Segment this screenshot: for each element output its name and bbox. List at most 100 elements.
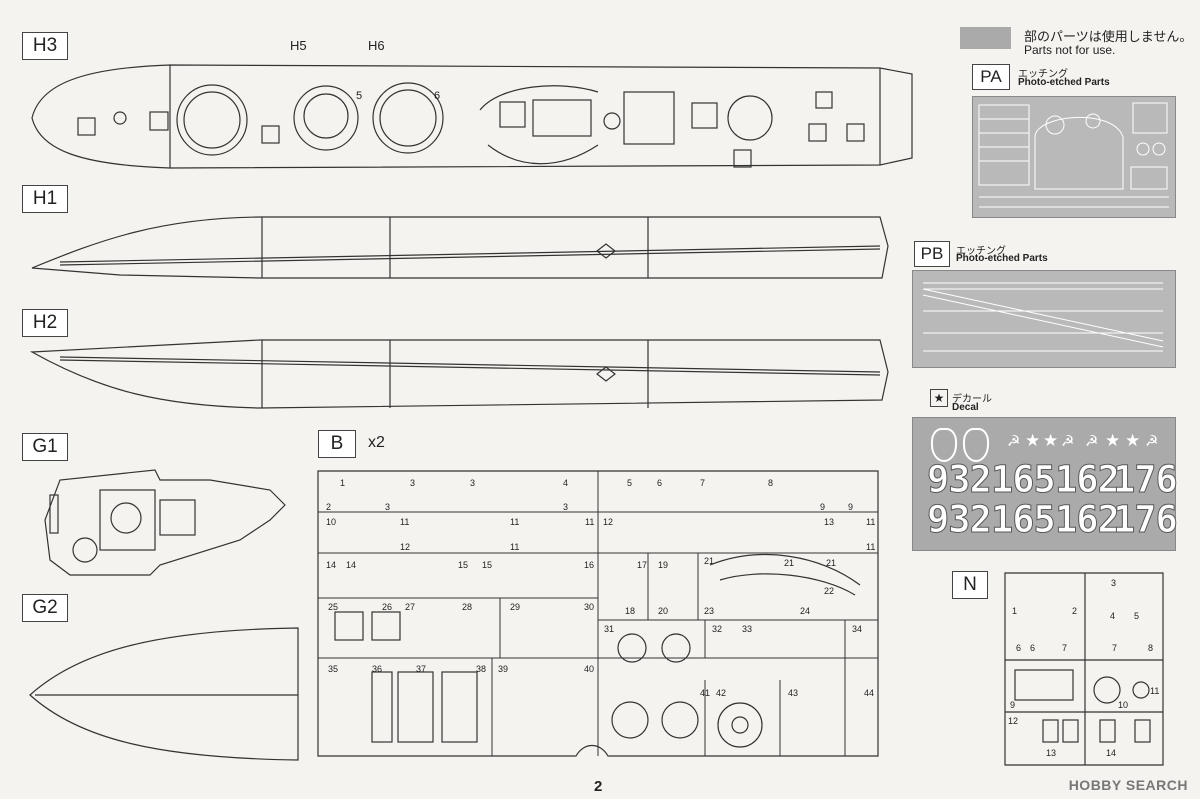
b-part-8: 8 [768, 478, 774, 488]
n-part-14: 14 [1106, 748, 1117, 758]
decal-number-1: 932 [927, 498, 993, 542]
b-part-30: 30 [584, 602, 595, 612]
n-part-1: 1 [1012, 606, 1018, 616]
h2-hull-outline [29, 339, 889, 409]
legend-jp: 部のパーツは使用しません。 [1024, 29, 1193, 44]
b-part-11: 11 [400, 517, 410, 527]
pb-fret [912, 270, 1176, 368]
b-part-43: 43 [788, 688, 799, 698]
n-sprue-frame [1004, 572, 1164, 766]
hammer-sickle-icon: ☭ [1085, 433, 1099, 450]
b-part-21: 21 [784, 558, 795, 568]
n-part-4: 4 [1110, 611, 1116, 621]
b-part-31: 31 [604, 624, 615, 634]
b-part-33: 33 [742, 624, 753, 634]
b-part-23: 23 [704, 606, 715, 616]
b-part-38: 38 [476, 664, 487, 674]
pa-fret-drawing [978, 102, 1169, 208]
h1-hull-outline [31, 216, 889, 279]
b-part-21: 21 [704, 556, 715, 566]
decal-number-3: 162 [1055, 458, 1121, 502]
pa-en: Photo-etched Parts [1018, 77, 1110, 88]
pb-fret-drawing [922, 282, 1164, 352]
g1-part-outline [44, 469, 286, 576]
label-b: B [318, 430, 356, 458]
star-icon: ★ [1043, 431, 1059, 450]
b-part-11: 11 [510, 542, 520, 552]
hammer-sickle-icon: ☭ [1145, 433, 1159, 450]
b-part-12: 12 [400, 542, 411, 552]
b-part-11: 11 [866, 517, 876, 527]
n-part-6: 6 [1016, 643, 1022, 653]
b-part-18: 18 [625, 606, 636, 616]
b-part-17: 17 [637, 560, 648, 570]
n-part-7: 7 [1112, 643, 1118, 653]
b-part-32: 32 [712, 624, 723, 634]
b-part-44: 44 [864, 688, 875, 698]
b-part-13: 13 [824, 517, 835, 527]
b-part-15: 15 [458, 560, 469, 570]
star-icon: ★ [1025, 431, 1041, 450]
n-part-11: 11 [1150, 686, 1160, 696]
n-part-7: 7 [1062, 643, 1068, 653]
b-part-11: 11 [585, 517, 595, 527]
b-part-12: 12 [603, 517, 614, 527]
b-part-9: 9 [820, 502, 826, 512]
b-part-4: 4 [563, 478, 569, 488]
unused-parts-swatch [960, 27, 1011, 49]
n-part-9: 9 [1010, 700, 1016, 710]
decal-icon: ★ [930, 389, 948, 407]
label-g2: G2 [22, 594, 68, 622]
watermark: HOBBY SEARCH [1068, 777, 1188, 793]
b-part-37: 37 [416, 664, 427, 674]
b-part-36: 36 [372, 664, 383, 674]
b-part-20: 20 [658, 606, 669, 616]
n-part-13: 13 [1046, 748, 1057, 758]
label-g1: G1 [22, 433, 68, 461]
n-part-10: 10 [1118, 700, 1129, 710]
label-pa: PA [972, 64, 1010, 90]
b-part-27: 27 [405, 602, 416, 612]
decal-number-4: 176 [1113, 458, 1179, 502]
pb-en: Photo-etched Parts [956, 253, 1048, 264]
b-part-28: 28 [462, 602, 473, 612]
star-icon: ★ [1105, 431, 1121, 450]
guards-badge-icon [931, 428, 957, 462]
decal-number-4: 176 [1113, 498, 1179, 542]
decal-en: Decal [952, 402, 979, 413]
n-part-12: 12 [1008, 716, 1019, 726]
b-part-34: 34 [852, 624, 863, 634]
label-h3: H3 [22, 32, 68, 60]
b-part-3: 3 [470, 478, 476, 488]
n-part-6: 6 [1030, 643, 1036, 653]
b-part-3: 3 [385, 502, 391, 512]
b-part-3: 3 [410, 478, 416, 488]
b-part-14: 14 [346, 560, 357, 570]
b-part-7: 7 [700, 478, 706, 488]
b-part-16: 16 [584, 560, 595, 570]
b-part-40: 40 [584, 664, 595, 674]
legend-en: Parts not for use. [1024, 43, 1116, 57]
b-part-10: 10 [326, 517, 337, 527]
b-part-1: 1 [340, 478, 346, 488]
g2-part-outline [29, 627, 299, 761]
b-part-2: 2 [326, 502, 332, 512]
decal-jp: デカール [952, 394, 992, 405]
hammer-sickle-icon: ☭ [1007, 433, 1021, 450]
b-part-6: 6 [657, 478, 663, 488]
hammer-sickle-icon: ☭ [1061, 433, 1075, 450]
b-part-39: 39 [498, 664, 509, 674]
b-part-24: 24 [800, 606, 811, 616]
b-part-25: 25 [328, 602, 339, 612]
label-h1: H1 [22, 185, 68, 213]
guards-badge-icon [963, 428, 989, 462]
b-part-29: 29 [510, 602, 521, 612]
label-pb: PB [914, 241, 950, 267]
page-number: 2 [594, 778, 603, 795]
b-part-19: 19 [658, 560, 669, 570]
n-part-2: 2 [1072, 606, 1078, 616]
decal-sheet: ☭ ★ ★ ☭ ☭ ★ ★ ☭ 932 165 162 176 932 165 … [912, 417, 1179, 551]
b-part-22: 22 [824, 586, 835, 596]
n-part-8: 8 [1148, 643, 1154, 653]
